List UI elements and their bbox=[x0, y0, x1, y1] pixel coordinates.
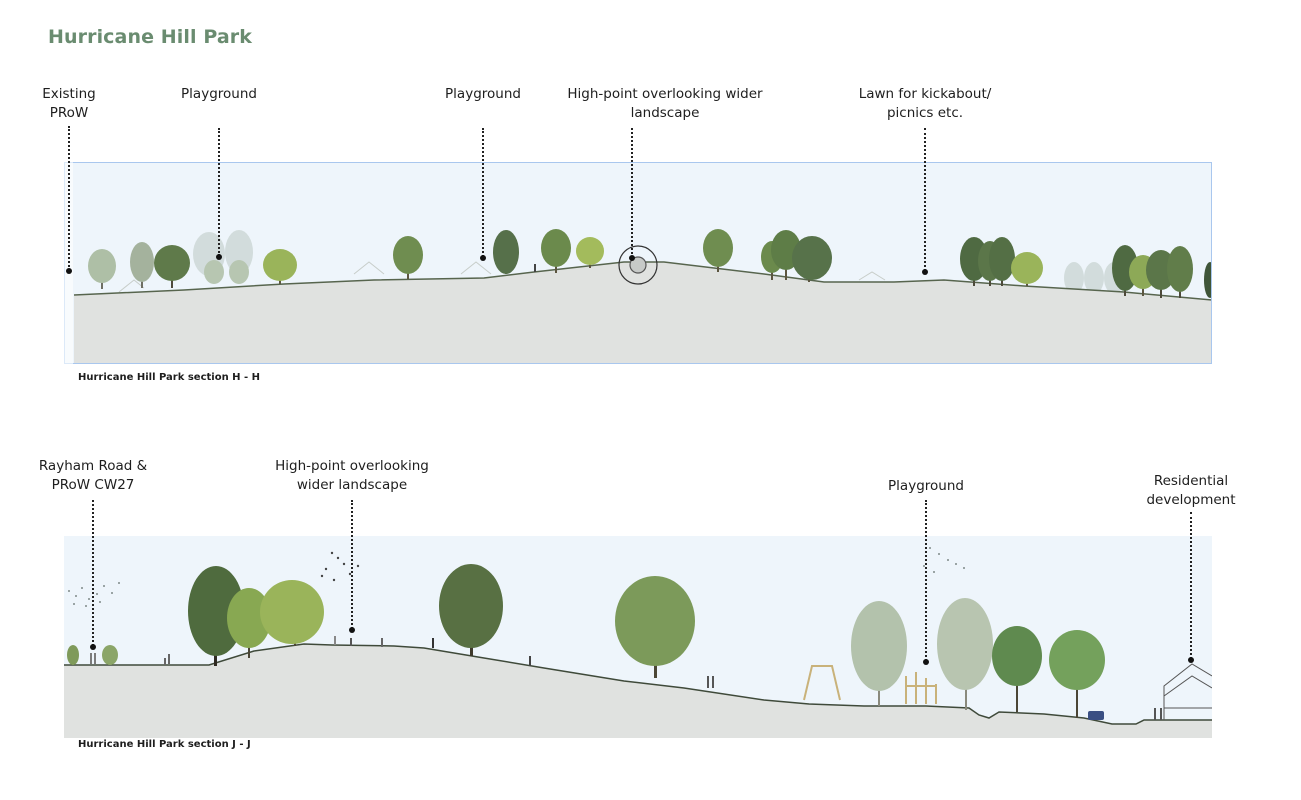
leader-line bbox=[631, 128, 633, 258]
tree bbox=[204, 260, 224, 284]
trees-h-h bbox=[88, 229, 1212, 298]
car bbox=[1088, 711, 1104, 720]
section-caption-j-j: Hurricane Hill Park section J - J bbox=[78, 739, 251, 750]
leader-line bbox=[68, 126, 70, 271]
leader-dot bbox=[216, 254, 222, 260]
person bbox=[529, 656, 531, 666]
birds-flock bbox=[923, 547, 965, 573]
swing-set bbox=[803, 665, 841, 701]
leader-line bbox=[925, 500, 927, 661]
person bbox=[707, 676, 714, 688]
tree bbox=[1049, 630, 1105, 718]
annotation-high-point: High-point overlooking wider landscape bbox=[567, 86, 763, 121]
birds-flock bbox=[68, 582, 120, 607]
leader-dot bbox=[66, 268, 72, 274]
leader-line bbox=[351, 500, 353, 629]
person bbox=[334, 636, 336, 645]
tree bbox=[263, 249, 297, 284]
leader-dot bbox=[349, 627, 355, 633]
person bbox=[432, 638, 434, 648]
leader-line bbox=[924, 128, 926, 271]
ground-line-h-h bbox=[73, 261, 1212, 301]
page-title: Hurricane Hill Park bbox=[48, 26, 252, 48]
shrub bbox=[102, 645, 118, 665]
tree bbox=[227, 588, 271, 658]
tree-faded bbox=[851, 601, 907, 706]
person bbox=[350, 638, 352, 646]
tree bbox=[88, 249, 116, 289]
annotation-playground-2: Playground bbox=[445, 86, 521, 102]
tree bbox=[130, 242, 154, 288]
tree bbox=[1204, 262, 1212, 298]
tree bbox=[541, 229, 571, 273]
tree bbox=[1167, 246, 1193, 298]
leader-line bbox=[218, 128, 220, 256]
tree bbox=[792, 236, 832, 282]
tree-faded bbox=[937, 598, 993, 710]
section-j-j-drawing bbox=[64, 536, 1212, 738]
leader-dot bbox=[480, 255, 486, 261]
leader-line bbox=[92, 500, 94, 646]
tree bbox=[188, 566, 244, 666]
tree bbox=[703, 229, 733, 272]
tree bbox=[439, 564, 503, 656]
person bbox=[1154, 708, 1162, 720]
tree bbox=[615, 576, 695, 678]
annotation-rayham-road: Rayham Road & PRoW CW27 bbox=[38, 458, 148, 493]
house-outline bbox=[1163, 663, 1212, 720]
faded-house-outlines bbox=[118, 261, 886, 293]
person bbox=[381, 638, 383, 647]
tree bbox=[260, 580, 324, 646]
leader-dot bbox=[629, 255, 635, 261]
leader-dot bbox=[1188, 657, 1194, 663]
annotation-lawn: Lawn for kickabout/ picnics etc. bbox=[858, 86, 992, 121]
play-frame bbox=[905, 672, 937, 704]
ground-line-j-j bbox=[64, 643, 1212, 725]
person bbox=[164, 654, 170, 665]
annotation-residential: Residential development bbox=[1146, 473, 1236, 508]
tree bbox=[989, 237, 1015, 286]
birds-flock bbox=[320, 551, 360, 582]
vegetation-j-j bbox=[67, 564, 1212, 720]
ground-h-h bbox=[74, 262, 1212, 364]
tree bbox=[992, 626, 1042, 712]
annotation-playground-1: Playground bbox=[181, 86, 257, 102]
shrub bbox=[67, 645, 79, 665]
tree bbox=[576, 237, 604, 268]
section-h-h-drawing bbox=[64, 162, 1212, 364]
person bbox=[90, 653, 96, 664]
viewpoint-target-icon bbox=[618, 245, 658, 285]
tree bbox=[154, 245, 190, 288]
tree bbox=[393, 236, 423, 279]
leader-line bbox=[482, 128, 484, 257]
tree bbox=[229, 260, 249, 284]
tree bbox=[493, 230, 519, 274]
annotation-high-point-j: High-point overlooking wider landscape bbox=[275, 458, 429, 493]
section-caption-h-h: Hurricane Hill Park section H - H bbox=[78, 372, 261, 383]
annotation-existing-prow: Existing PRoW bbox=[42, 86, 96, 121]
ground-j-j bbox=[64, 644, 1212, 738]
leader-dot bbox=[922, 269, 928, 275]
leader-dot bbox=[90, 644, 96, 650]
tree bbox=[1011, 252, 1043, 286]
leader-line bbox=[1190, 512, 1192, 659]
person bbox=[534, 264, 536, 272]
annotation-playground-j: Playground bbox=[888, 478, 964, 494]
leader-dot bbox=[923, 659, 929, 665]
